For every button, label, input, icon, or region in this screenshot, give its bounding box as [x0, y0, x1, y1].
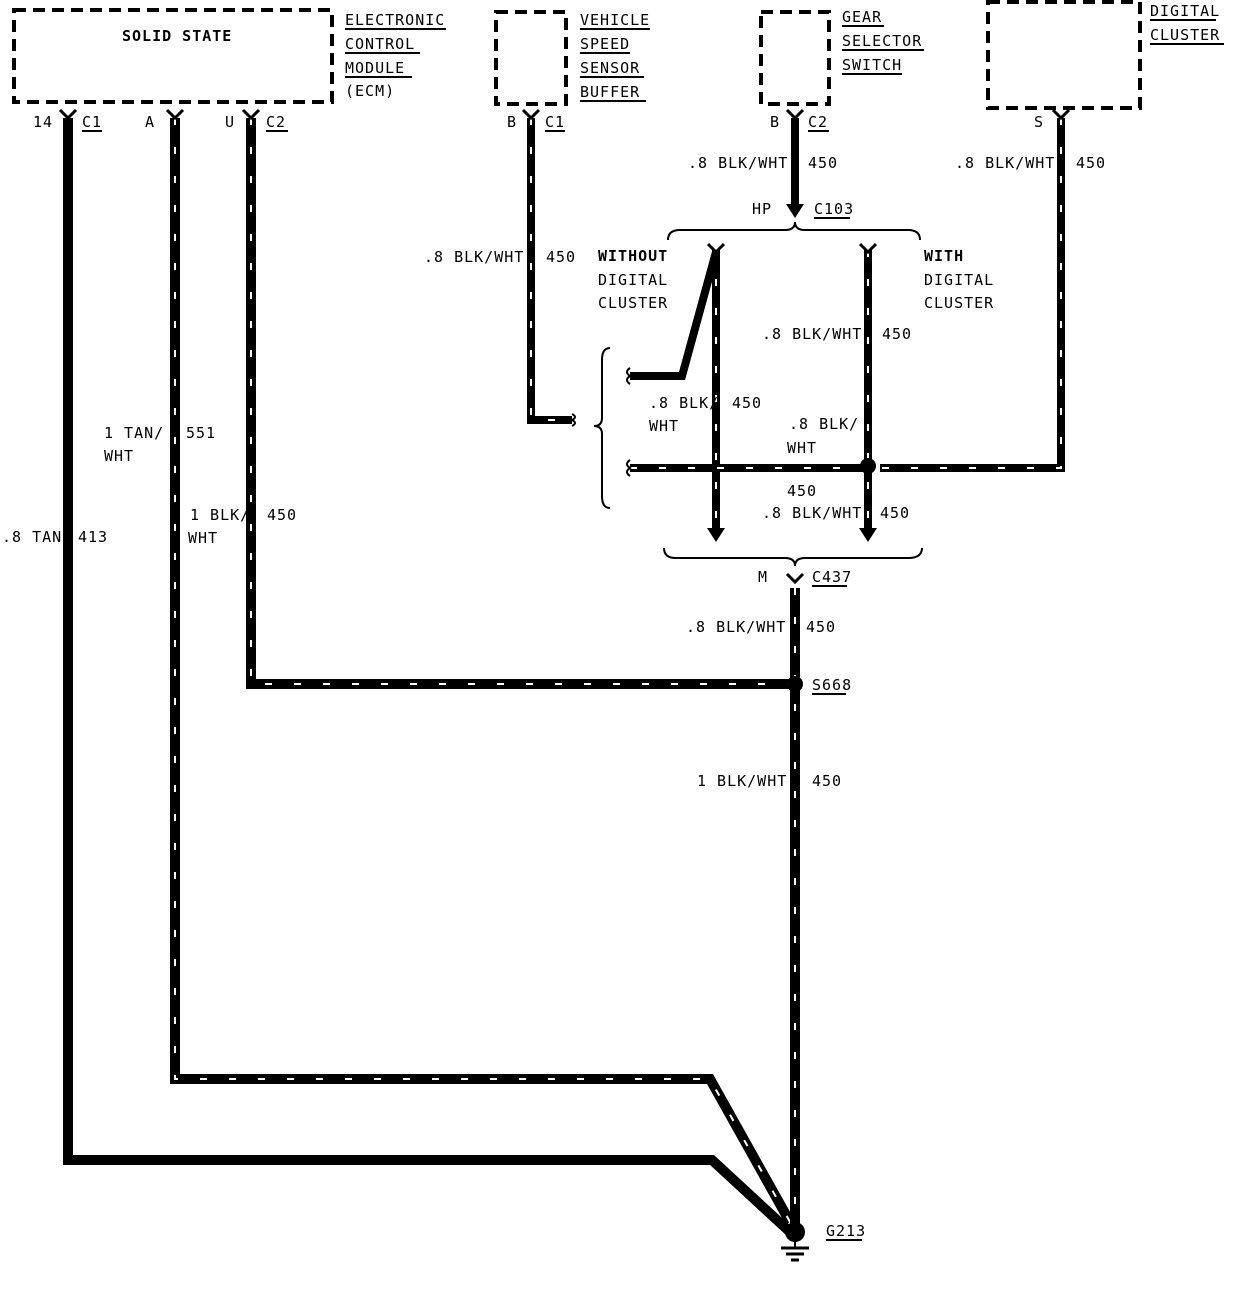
- without-line3: CLUSTER: [598, 294, 668, 312]
- vss-name-line3: SENSOR: [580, 59, 640, 77]
- wire-551: [170, 118, 795, 1225]
- without-circuit: 450: [732, 394, 762, 412]
- without-gauge-2: WHT: [649, 417, 679, 435]
- w413-gauge: .8 TAN: [2, 528, 62, 546]
- w450u-circuit: 450: [267, 506, 297, 524]
- dig-circuit: 450: [1076, 154, 1106, 172]
- dig-gauge: .8 BLK/WHT: [955, 154, 1055, 172]
- pin-ecm-c2: C2: [266, 113, 286, 131]
- ecm-name-line2: CONTROL: [345, 35, 415, 53]
- g213-label: G213: [826, 1222, 866, 1240]
- w450u-gauge-1: 1 BLK/: [190, 506, 250, 524]
- c437-pin-label: M: [758, 568, 768, 586]
- pin-digital-s: S: [1034, 113, 1044, 131]
- c437-label: C437: [812, 568, 852, 586]
- gear-name-line2: SELECTOR: [842, 32, 922, 50]
- with-lower-gauge: .8 BLK/WHT: [762, 504, 862, 522]
- w551-circuit: 551: [186, 424, 216, 442]
- vss-name-line2: SPEED: [580, 35, 630, 53]
- pin-ecm-a: A: [145, 113, 155, 131]
- without-line2: DIGITAL: [598, 271, 668, 289]
- wire-450-without-vss: [630, 250, 720, 380]
- ground-icon: [781, 1240, 809, 1262]
- digital-cluster-box: [986, 0, 1142, 110]
- with-line2: DIGITAL: [924, 271, 994, 289]
- w551-gauge-1: 1 TAN/: [104, 424, 164, 442]
- pin-ecm-14: 14: [33, 113, 53, 131]
- ecm-inner-label: SOLID STATE: [122, 27, 232, 45]
- pin-gear-c2: C2: [808, 113, 828, 131]
- ecm-name-line4: (ECM): [345, 82, 395, 100]
- vss-circuit: 450: [546, 248, 576, 266]
- splice-dot-with: [860, 458, 876, 474]
- gear-gauge: .8 BLK/WHT: [688, 154, 788, 172]
- c103-brace: [667, 221, 921, 241]
- s668-label: S668: [812, 676, 852, 694]
- with-upper-circuit: 450: [882, 325, 912, 343]
- with-mid-gauge-2: WHT: [787, 439, 817, 457]
- ground-circuit: 450: [812, 772, 842, 790]
- pin-vss-c1: C1: [545, 113, 565, 131]
- vss-gauge: .8 BLK/WHT: [424, 248, 524, 266]
- c103-label: C103: [814, 200, 854, 218]
- gear-switch-box: [759, 10, 831, 106]
- c437-brace: [663, 547, 923, 567]
- c437-gauge: .8 BLK/WHT: [686, 618, 786, 636]
- ground-g213-dot: [785, 1222, 805, 1242]
- vss-name-line4: BUFFER: [580, 83, 640, 101]
- with-line1: WITH: [924, 247, 964, 265]
- w551-gauge-2: WHT: [104, 447, 134, 465]
- w413-circuit: 413: [78, 528, 108, 546]
- wire-413: [63, 118, 794, 1236]
- ground-gauge: 1 BLK/WHT: [697, 772, 787, 790]
- pin-ecm-c1: C1: [82, 113, 102, 131]
- option-brace: [593, 347, 611, 509]
- without-line1: WITHOUT: [598, 247, 668, 265]
- splice-s668: [787, 676, 803, 692]
- pin-ecm-u: U: [225, 113, 235, 131]
- w450u-gauge-2: WHT: [188, 529, 218, 547]
- with-upper-gauge: .8 BLK/WHT: [762, 325, 862, 343]
- pin-gear-b: B: [770, 113, 780, 131]
- vss-box: [494, 10, 568, 106]
- digital-name-line2: CLUSTER: [1150, 26, 1220, 44]
- ecm-name-line1: ELECTRONIC: [345, 11, 445, 29]
- with-line3: CLUSTER: [924, 294, 994, 312]
- c103-pin-label: HP: [752, 200, 772, 218]
- c437-circuit: 450: [806, 618, 836, 636]
- wire-450-vss: [527, 118, 572, 424]
- with-lower-circuit-a: 450: [787, 482, 817, 500]
- ecm-box: [12, 8, 334, 104]
- pin-vss-b: B: [507, 113, 517, 131]
- without-gauge-1: .8 BLK/: [649, 394, 719, 412]
- digital-name-line1: DIGITAL: [1150, 2, 1220, 20]
- ecm-name-line3: MODULE: [345, 59, 405, 77]
- gear-name-line3: SWITCH: [842, 56, 902, 74]
- vss-name-line1: VEHICLE: [580, 11, 650, 29]
- gear-circuit: 450: [808, 154, 838, 172]
- connector-terminals: [58, 108, 1071, 585]
- with-mid-gauge-1: .8 BLK/: [789, 415, 859, 433]
- with-lower-circuit-b: 450: [880, 504, 910, 522]
- wire-450-ecm: [246, 118, 790, 689]
- gear-name-line1: GEAR: [842, 8, 882, 26]
